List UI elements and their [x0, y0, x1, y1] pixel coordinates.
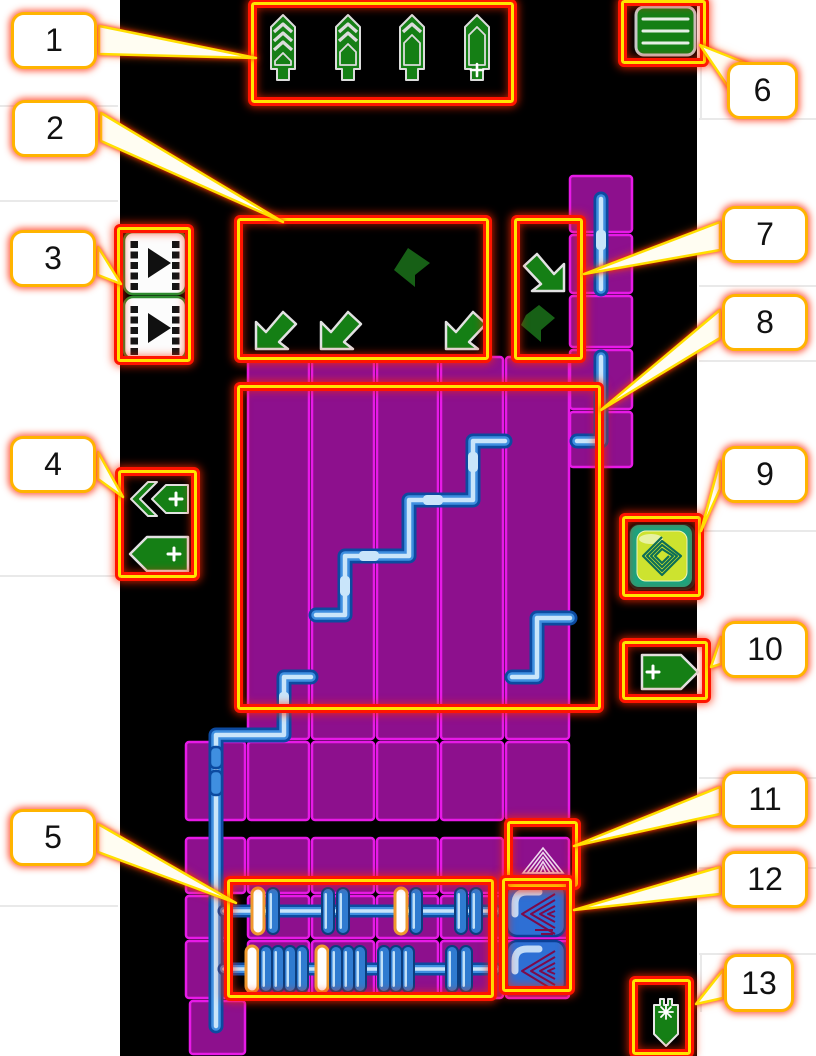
callout-13: 13 [724, 954, 794, 1012]
callout-number: 9 [756, 456, 774, 492]
menu-button[interactable] [634, 5, 697, 57]
pipe-joint [468, 452, 478, 472]
callout-number: 6 [753, 72, 772, 108]
page-rule-line [699, 285, 816, 287]
rank-badge-1-chevron-icon[interactable] [399, 14, 425, 81]
callout-number: 7 [756, 216, 774, 252]
callout-number: 3 [44, 240, 62, 276]
arrow-down-left-icon-2[interactable] [319, 310, 363, 351]
arrow-down-left-icon-3[interactable] [444, 310, 488, 351]
add-tag-left-icon[interactable] [128, 535, 190, 573]
page-rule-line [0, 200, 118, 202]
pipe-joint [423, 495, 443, 505]
leader-line-8 [599, 308, 722, 412]
layers-triangle-icon[interactable] [521, 846, 565, 874]
pipe-joint [340, 576, 350, 596]
leader-line-1 [97, 24, 258, 60]
flag-marker-icon-2 [521, 305, 555, 342]
pipe-joint [596, 230, 606, 250]
magenta-block [504, 740, 571, 822]
callout-12: 12 [722, 851, 808, 908]
icons [122, 5, 700, 1047]
leader-line-7 [582, 220, 722, 276]
callout-9: 9 [722, 446, 808, 503]
callout-number: 8 [756, 304, 774, 340]
callout-1: 1 [11, 12, 97, 69]
add-tag-chevron-left-icon[interactable] [130, 481, 189, 517]
arrow-down-right-icon[interactable] [522, 252, 566, 293]
leader-line-2 [99, 111, 285, 224]
magenta-block [375, 740, 440, 822]
arrow-down-left-icon-1[interactable] [254, 310, 298, 351]
leader-line-13 [694, 968, 725, 1006]
callout-number: 12 [747, 861, 783, 897]
rank-badge-plus-icon[interactable] [464, 14, 490, 81]
orange-bead [314, 944, 330, 994]
add-tag-right-icon[interactable] [640, 653, 700, 691]
flag-marker-icon-1 [394, 248, 430, 287]
rank-badge-3-chevrons-icon[interactable] [270, 14, 296, 81]
callout-7: 7 [722, 206, 808, 263]
callout-11: 11 [722, 771, 808, 828]
callout-6: 6 [727, 62, 798, 119]
leader-line-9 [699, 459, 722, 533]
shield-badge-icon[interactable] [653, 998, 679, 1047]
callout-number: 2 [46, 110, 64, 146]
callout-4: 4 [10, 436, 96, 493]
callout-3: 3 [10, 230, 96, 287]
page-rule-line [700, 40, 702, 118]
leader-line-12 [572, 865, 722, 912]
page-rule-line [0, 905, 118, 907]
page-rule-line [699, 118, 816, 120]
orange-bead [244, 944, 260, 994]
callout-number: 5 [44, 819, 62, 855]
spiral-button[interactable] [629, 524, 695, 590]
pipe-beads [244, 886, 483, 994]
orange-bead [393, 886, 409, 936]
magenta-block [310, 740, 376, 822]
callout-8: 8 [722, 294, 808, 351]
callout-number: 13 [741, 964, 777, 1001]
play-movie-button-1[interactable] [122, 230, 188, 296]
callout-number: 4 [44, 446, 62, 482]
callout-10: 10 [722, 621, 808, 678]
orange-bead [250, 886, 266, 936]
rank-badge-2-chevrons-icon[interactable] [335, 14, 361, 81]
page-rule-line [699, 360, 816, 362]
leader-line-4 [96, 450, 125, 499]
page-rule-line [700, 953, 702, 1012]
page-rule-line [0, 575, 118, 577]
leader-line-5 [96, 822, 238, 905]
leader-line-11 [572, 785, 722, 848]
callout-number: 10 [747, 631, 783, 667]
pipe-coupling [208, 769, 224, 797]
leader-line-10 [709, 635, 723, 669]
callout-5: 5 [10, 809, 96, 866]
leader-line-3 [96, 245, 123, 286]
page-rule-line [699, 530, 816, 532]
magenta-block [439, 740, 505, 822]
callout-2: 2 [12, 100, 98, 157]
pipe-coupling [208, 745, 224, 770]
pipe-joint [359, 551, 379, 561]
callout-number: 11 [748, 781, 782, 817]
callout-number: 1 [45, 22, 63, 58]
